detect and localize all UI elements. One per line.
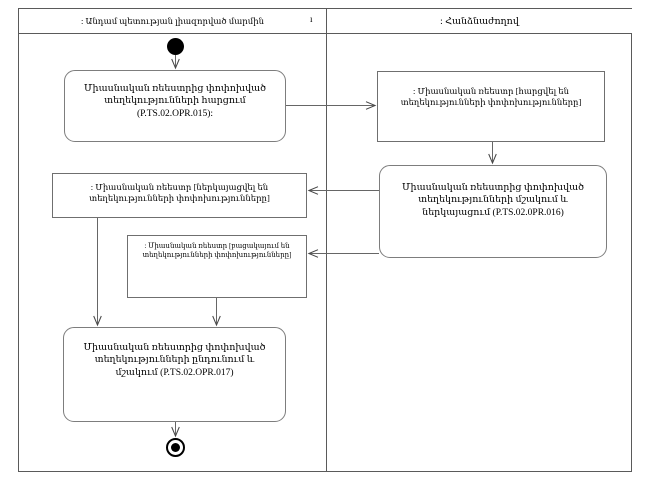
- object-label: : Միասնական ռեեստր [բացակայում են տեղեկո…: [142, 242, 292, 260]
- object-registry-requested[interactable]: : Միասնական ռեեստր [հարցվել են տեղեկությ…: [377, 71, 605, 142]
- object-label: : Միասնական ռեեստր [ներկայացվել են տեղեկ…: [89, 182, 270, 204]
- activity-label: Միասնական ռեեստրից փոփոխված տեղեկություն…: [402, 183, 584, 218]
- object-registry-absent[interactable]: : Միասնական ռեեստր [բացակայում են տեղեկո…: [127, 235, 307, 298]
- activity-request-changed-info[interactable]: Միասնական ռեեստրից փոփոխված տեղեկություն…: [64, 70, 286, 142]
- final-node-core: [171, 443, 180, 452]
- activity-label: Միասնական ռեեստրից փոփոխված տեղեկություն…: [84, 84, 266, 119]
- activity-label: Միասնական ռեեստրից փոփոխված տեղեկություն…: [83, 343, 266, 378]
- activity-process-and-present[interactable]: Միասնական ռեեստրից փոփոխված տեղեկություն…: [379, 165, 607, 258]
- object-registry-presented[interactable]: : Միասնական ռեեստր [ներկայացվել են տեղեկ…: [52, 173, 307, 218]
- header-tick-icon: ı: [310, 14, 313, 24]
- swimlane-header-member-state-authority: : Անդամ պետության լիազորված մարմին: [19, 9, 326, 33]
- swimlane-header-commission: : Հանձնաժողով: [327, 9, 632, 33]
- swimlane-divider: [326, 8, 327, 472]
- lane-header-separator: [18, 33, 632, 34]
- activity-receive-and-process[interactable]: Միասնական ռեեստրից փոփոխված տեղեկություն…: [63, 327, 286, 422]
- swimlane-header-label: : Հանձնաժողով: [440, 16, 519, 27]
- diagram-frame: [18, 8, 632, 472]
- object-label: : Միասնական ռեեստր [հարցվել են տեղեկությ…: [400, 86, 582, 108]
- initial-node: [167, 38, 184, 55]
- final-node: [166, 438, 185, 457]
- swimlane-header-label: : Անդամ պետության լիազորված մարմին: [80, 15, 265, 26]
